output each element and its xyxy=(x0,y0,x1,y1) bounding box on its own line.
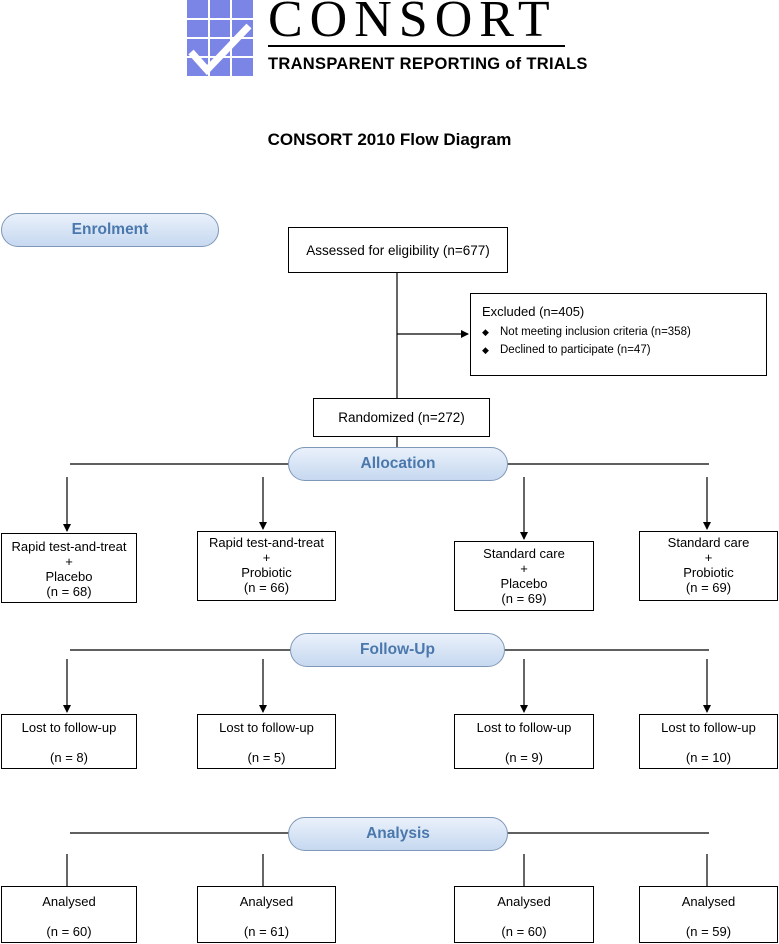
excluded-item-text: Not meeting inclusion criteria (n=358) xyxy=(500,326,691,338)
stage-analysis: Analysis xyxy=(288,817,508,851)
diamond-bullet-icon: ◆ xyxy=(482,345,489,355)
followup-box: Lost to follow-up (n = 5) xyxy=(197,714,336,769)
arm-n: (n = 69) xyxy=(501,591,547,606)
arm-n: (n = 69) xyxy=(685,580,732,595)
followup-n: (n = 8) xyxy=(50,750,88,765)
arm-line1: Rapid test-and-treat xyxy=(11,539,127,554)
excluded-item: ◆ Declined to participate (n=47) xyxy=(482,341,766,359)
followup-label: Lost to follow-up xyxy=(661,720,756,735)
followup-box: Lost to follow-up (n = 9) xyxy=(454,714,594,769)
diamond-bullet-icon: ◆ xyxy=(482,327,489,337)
logo-divider xyxy=(268,45,565,47)
assessed-text: Assessed for eligibility (n=677) xyxy=(306,242,490,258)
logo-tagline: TRANSPARENT REPORTING of TRIALS xyxy=(268,55,588,73)
followup-label: Lost to follow-up xyxy=(219,720,314,735)
arm-n: (n = 66) xyxy=(243,580,290,595)
excluded-box: Excluded (n=405) ◆ Not meeting inclusion … xyxy=(470,293,767,376)
analysis-label: Analysed xyxy=(42,894,96,909)
followup-label: Lost to follow-up xyxy=(21,720,117,735)
analysis-n: (n = 61) xyxy=(243,924,290,939)
followup-n: (n = 5) xyxy=(247,750,286,765)
followup-box: Lost to follow-up (n = 10) xyxy=(639,714,778,769)
consort-logo-mark xyxy=(187,0,253,76)
arm-line1: Standard care xyxy=(483,546,565,561)
excluded-item: ◆ Not meeting inclusion criteria (n=358) xyxy=(482,323,766,341)
arm-line1: Rapid test-and-treat xyxy=(209,535,324,550)
arm-plus: + xyxy=(520,561,528,576)
followup-n: (n = 10) xyxy=(685,750,732,765)
arm-plus: + xyxy=(704,550,713,565)
logo-wordmark: CONSORT xyxy=(268,0,557,48)
analysis-n: (n = 60) xyxy=(501,924,547,939)
analysis-box: Analysed (n = 59) xyxy=(639,886,778,943)
arm-box: Standard care + Placebo (n = 69) xyxy=(454,541,594,611)
analysis-n: (n = 60) xyxy=(46,924,92,939)
analysis-label: Analysed xyxy=(681,894,736,909)
arm-line2: Placebo xyxy=(500,576,548,591)
followup-n: (n = 9) xyxy=(505,750,543,765)
followup-box: Lost to follow-up (n = 8) xyxy=(1,714,137,769)
arm-box: Rapid test-and-treat + Probiotic (n = 66… xyxy=(197,531,336,601)
arm-plus: + xyxy=(262,550,271,565)
assessed-box: Assessed for eligibility (n=677) xyxy=(288,227,508,273)
analysis-box: Analysed (n = 60) xyxy=(1,886,137,943)
analysis-label: Analysed xyxy=(497,894,551,909)
randomized-text: Randomized (n=272) xyxy=(338,410,465,425)
diagram-title: CONSORT 2010 Flow Diagram xyxy=(267,130,512,149)
analysis-n: (n = 59) xyxy=(685,924,732,939)
arm-line2: Placebo xyxy=(45,569,93,584)
arm-line2: Probiotic xyxy=(683,565,734,580)
analysis-box: Analysed (n = 60) xyxy=(454,886,594,943)
arm-box: Standard care + Probiotic (n = 69) xyxy=(639,531,778,601)
stage-allocation: Allocation xyxy=(288,447,508,481)
arm-box: Rapid test-and-treat + Placebo (n = 68) xyxy=(1,533,137,603)
randomized-box: Randomized (n=272) xyxy=(313,398,490,437)
excluded-item-text: Declined to participate (n=47) xyxy=(500,344,651,356)
excluded-header: Excluded (n=405) xyxy=(482,304,585,319)
followup-label: Lost to follow-up xyxy=(476,720,572,735)
analysis-box: Analysed (n = 61) xyxy=(197,886,336,943)
arm-line1: Standard care xyxy=(667,535,750,550)
stage-followup: Follow-Up xyxy=(290,633,505,667)
arm-plus: + xyxy=(65,554,73,569)
analysis-label: Analysed xyxy=(239,894,294,909)
arm-n: (n = 68) xyxy=(46,584,92,599)
arm-line2: Probiotic xyxy=(241,565,292,580)
stage-enrolment: Enrolment xyxy=(1,213,219,247)
